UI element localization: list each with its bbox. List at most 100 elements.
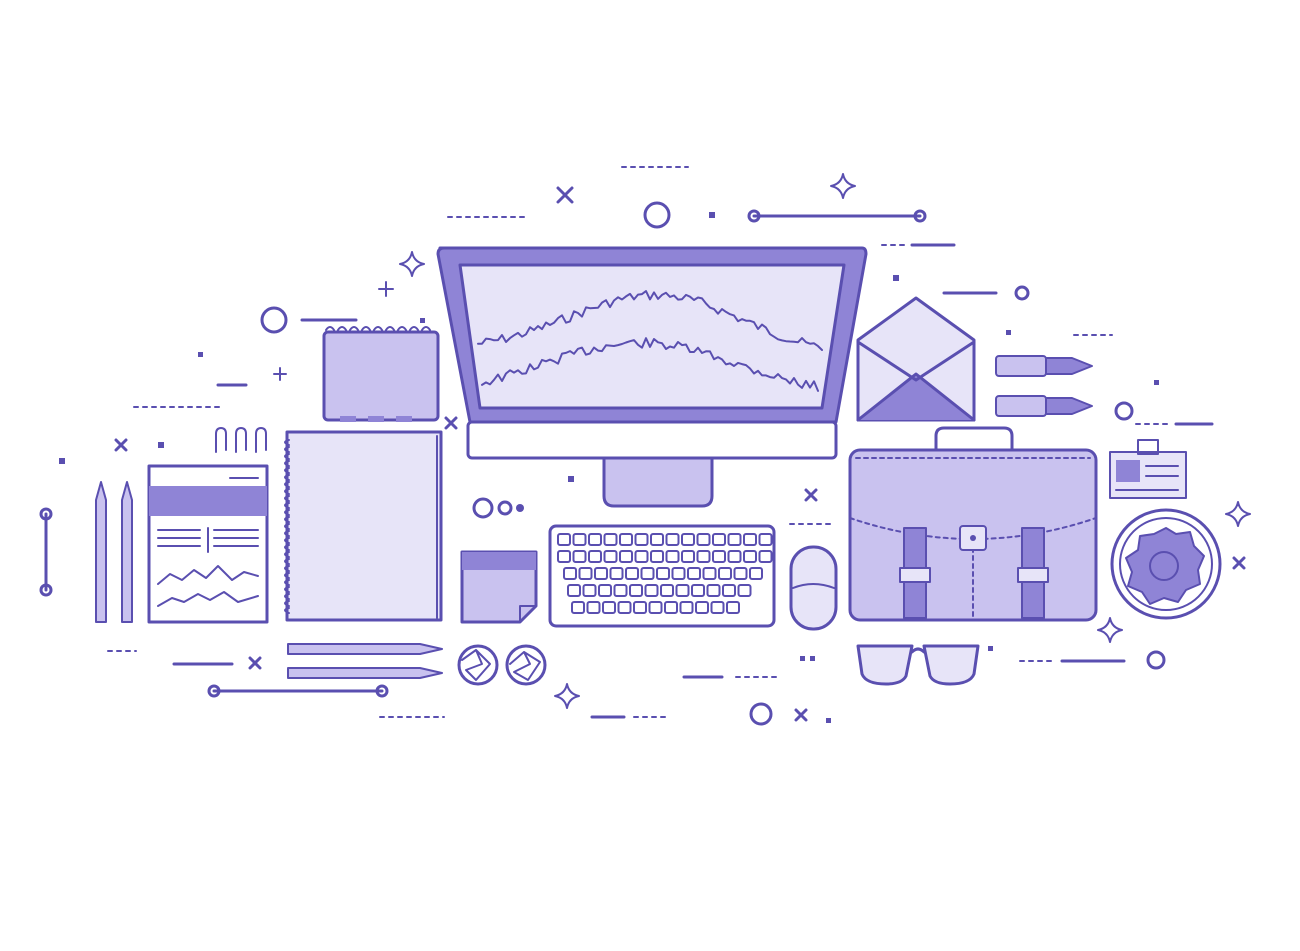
spiral-ring bbox=[284, 537, 290, 544]
keyboard-key bbox=[650, 550, 664, 563]
spiral-ring bbox=[284, 467, 290, 474]
keyboard-key bbox=[671, 567, 686, 580]
keyboard-key bbox=[557, 550, 571, 563]
spiral-ring bbox=[284, 446, 290, 453]
spiral-ring bbox=[284, 600, 290, 607]
keyboard-key bbox=[687, 567, 701, 580]
spiral-ring bbox=[284, 558, 290, 565]
keyboard-key bbox=[567, 584, 581, 597]
marker-icon bbox=[995, 355, 1093, 417]
keyboard-key bbox=[681, 550, 695, 563]
keyboard-key bbox=[675, 584, 690, 597]
spiral-ring bbox=[284, 530, 290, 537]
sticky-note-icon bbox=[460, 550, 538, 624]
line-chart-icon bbox=[477, 290, 823, 392]
keyboard-key bbox=[706, 584, 721, 597]
keyboard-key bbox=[634, 533, 649, 546]
keyboard-key bbox=[737, 584, 752, 597]
keyboard-key bbox=[679, 601, 694, 614]
keyboard-key bbox=[702, 567, 717, 580]
keyboard-key bbox=[625, 567, 639, 580]
circle-icon bbox=[39, 209, 927, 698]
keyboard-key bbox=[718, 567, 732, 580]
notebook-icon bbox=[284, 430, 443, 622]
mouse-icon bbox=[789, 545, 838, 631]
keyboard-key bbox=[727, 533, 742, 546]
spiral-ring bbox=[284, 495, 290, 502]
keyboard-key bbox=[572, 550, 587, 563]
keyboard-key bbox=[758, 550, 773, 563]
keyboard-key bbox=[710, 601, 725, 614]
spiral-ring bbox=[284, 565, 290, 572]
spiral-ring bbox=[284, 579, 290, 586]
paper-clip-icon bbox=[215, 427, 267, 453]
spiral-ring bbox=[284, 460, 290, 467]
keyboard-key bbox=[633, 601, 647, 614]
keyboard-key bbox=[619, 550, 633, 563]
keyboard-key bbox=[726, 601, 740, 614]
keyboard-key bbox=[602, 601, 616, 614]
keyboard-key bbox=[664, 601, 678, 614]
keyboard-key bbox=[749, 567, 763, 580]
keyboard-key bbox=[712, 533, 726, 546]
keyboard-key bbox=[733, 567, 748, 580]
id-card-icon bbox=[1109, 439, 1187, 499]
pencil-icon bbox=[95, 481, 133, 623]
keyboard-key bbox=[696, 550, 711, 563]
report-document-icon bbox=[147, 464, 269, 624]
keyboard-key bbox=[727, 550, 742, 563]
keyboard-key bbox=[594, 567, 608, 580]
monitor-icon bbox=[436, 246, 868, 508]
donut-icon bbox=[1110, 508, 1222, 620]
spiral-ring bbox=[284, 551, 290, 558]
keyboard-key bbox=[613, 584, 628, 597]
keyboard-key bbox=[557, 533, 571, 546]
keyboard-key bbox=[681, 533, 695, 546]
pencil-icon bbox=[287, 643, 443, 679]
decorations bbox=[39, 166, 1214, 726]
spiral-ring bbox=[284, 523, 290, 530]
spiral-ring bbox=[284, 502, 290, 509]
keyboard-key bbox=[563, 567, 577, 580]
briefcase-icon bbox=[848, 426, 1098, 622]
keyboard-key bbox=[588, 550, 602, 563]
keyboard-key bbox=[665, 533, 680, 546]
keyboard-key bbox=[695, 601, 709, 614]
keyboard-key bbox=[598, 584, 612, 597]
spiral-ring bbox=[284, 453, 290, 460]
keyboard-key bbox=[617, 601, 632, 614]
calculator-icon bbox=[322, 326, 440, 422]
keyboard-key bbox=[640, 567, 655, 580]
keyboard-key bbox=[743, 533, 757, 546]
spiral-ring bbox=[284, 474, 290, 481]
keyboard-key bbox=[588, 533, 602, 546]
keyboard-key bbox=[691, 584, 705, 597]
keyboard-key bbox=[696, 533, 711, 546]
keyboard-key bbox=[665, 550, 680, 563]
keyboard-key bbox=[660, 584, 674, 597]
crumpled-paper-icon bbox=[457, 644, 547, 686]
keyboard-key bbox=[609, 567, 624, 580]
keyboard-key bbox=[743, 550, 757, 563]
keyboard-key bbox=[572, 533, 587, 546]
envelope-icon bbox=[856, 296, 976, 422]
keyboard-key bbox=[603, 550, 618, 563]
keyboard-key bbox=[656, 567, 670, 580]
keyboard-key bbox=[648, 601, 663, 614]
spiral-ring bbox=[284, 439, 290, 446]
spiral-ring bbox=[284, 544, 290, 551]
spiral-ring bbox=[284, 593, 290, 600]
keyboard-key bbox=[650, 533, 664, 546]
keyboard-key bbox=[603, 533, 618, 546]
keyboard-key bbox=[758, 533, 773, 546]
keyboard-key bbox=[634, 550, 649, 563]
keyboard-key bbox=[582, 584, 597, 597]
spiral-ring bbox=[284, 509, 290, 516]
keyboard-key bbox=[619, 533, 633, 546]
keyboard-key bbox=[586, 601, 601, 614]
keyboard-key bbox=[712, 550, 726, 563]
sparkle-icon bbox=[273, 173, 1251, 709]
spiral-ring bbox=[284, 516, 290, 523]
keyboard-key bbox=[722, 584, 736, 597]
